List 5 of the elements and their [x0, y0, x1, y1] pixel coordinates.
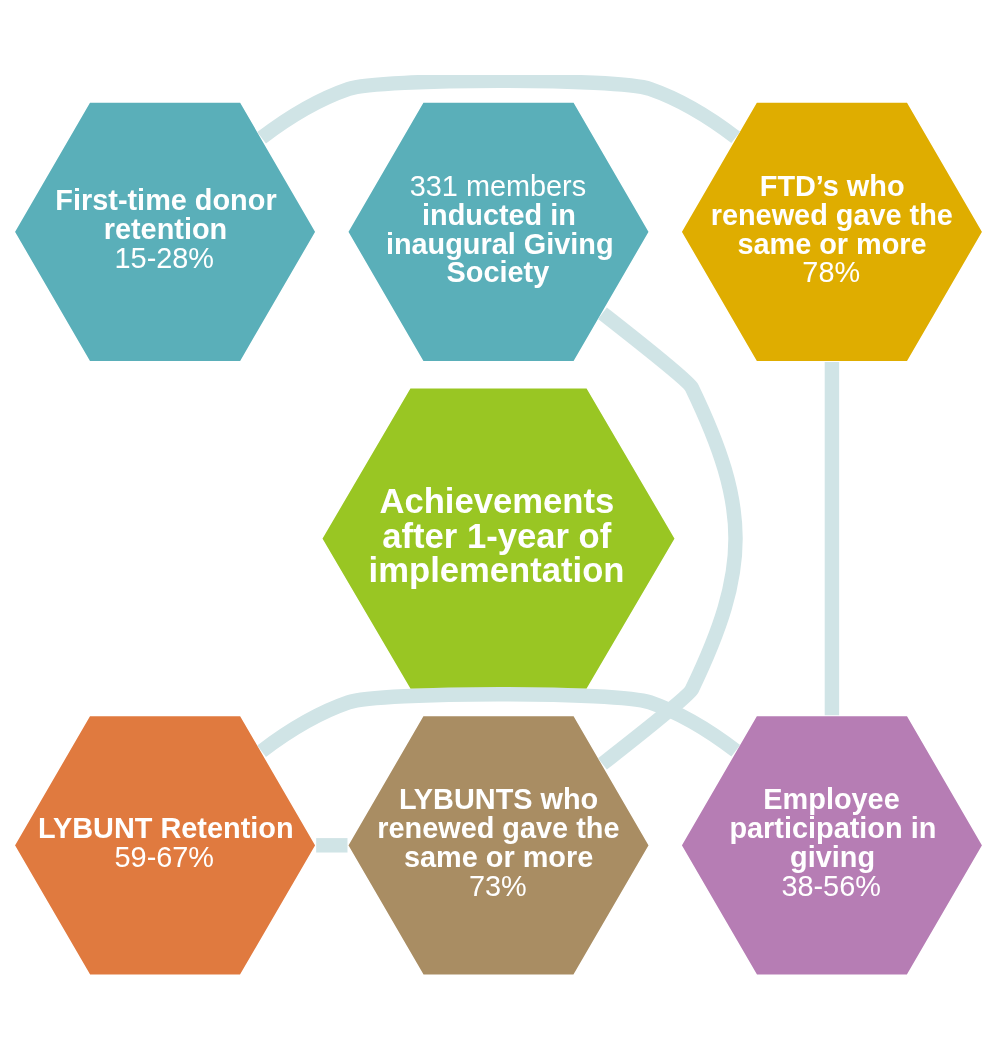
- connector: [257, 687, 741, 757]
- connector: [598, 307, 743, 770]
- connector: [316, 838, 348, 853]
- connector: [824, 362, 840, 716]
- connector: [257, 75, 741, 144]
